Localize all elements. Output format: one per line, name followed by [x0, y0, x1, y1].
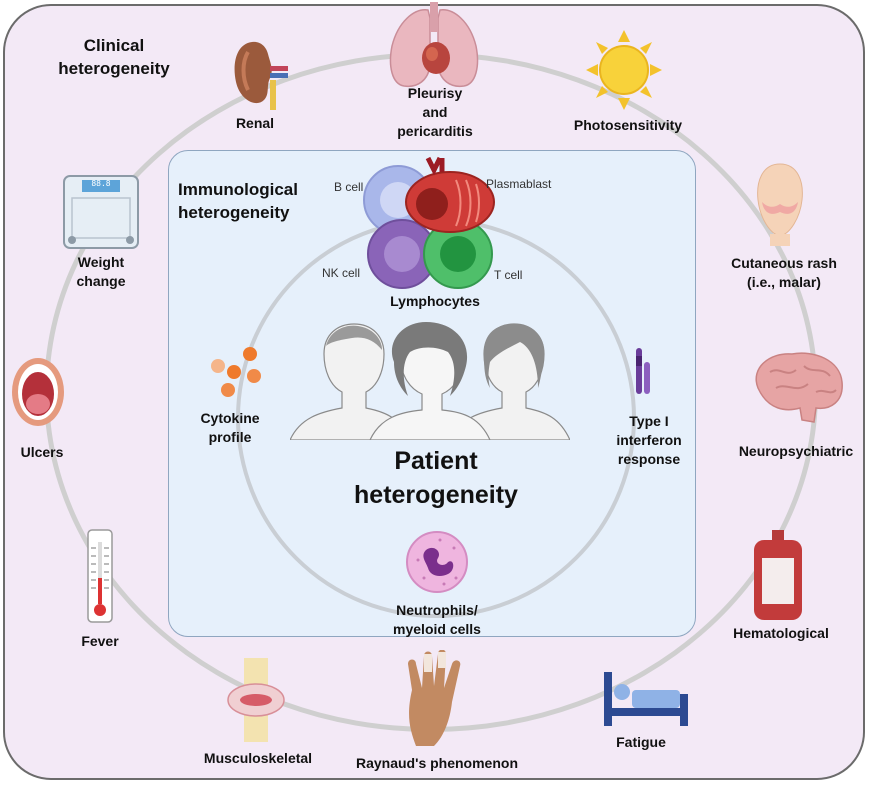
joint-icon — [226, 658, 286, 742]
thermometer-icon — [86, 528, 114, 624]
interferon-receptor-icon — [632, 346, 654, 396]
pleurisy-label: Pleurisy and pericarditis — [397, 85, 473, 139]
scale-display: 88.8 — [91, 179, 111, 188]
b-cell-label: B cell — [334, 180, 364, 194]
lymphocytes-label: Lymphocytes — [390, 293, 480, 309]
mouth-ulcer-icon — [10, 356, 66, 428]
interferon-response-label: Type I interferon response — [616, 413, 682, 467]
patient-heterogeneity-title: Patient heterogeneity — [354, 447, 518, 509]
hand-icon — [398, 650, 472, 750]
cytokine-icon — [204, 346, 266, 398]
ulcers-label: Ulcers — [20, 444, 64, 460]
neutrophil-icon — [404, 530, 470, 594]
kidney-icon — [230, 38, 294, 112]
sun-icon — [586, 30, 662, 110]
lymphocytes-cluster — [362, 150, 502, 290]
nk-cell-label: NK cell — [322, 266, 361, 280]
patients-icon — [290, 322, 570, 440]
clinical-heterogeneity-title: Clinical heterogeneity — [58, 36, 170, 78]
fever-label: Fever — [81, 633, 119, 649]
cytokine-profile-label: Cytokine profile — [200, 410, 260, 445]
renal-label: Renal — [235, 115, 275, 131]
neuropsychiatric-label: Neuropsychiatric — [738, 443, 854, 459]
neutrophils-label: Neutrophils/ myeloid cells — [393, 602, 481, 637]
fatigue-label: Fatigue — [616, 734, 666, 750]
t-cell-label: T cell — [494, 268, 523, 282]
raynauds-label: Raynaud's phenomenon — [355, 755, 518, 771]
brain-icon — [746, 348, 846, 428]
lungs-icon — [384, 2, 484, 90]
bed-icon — [600, 668, 692, 728]
plasmablast-label: Plasmablast — [486, 177, 552, 191]
scale-icon: 88.8 — [62, 174, 140, 250]
weight-change-label: Weight change — [76, 254, 126, 289]
hematological-label: Hematological — [733, 625, 829, 641]
face-rash-icon — [748, 160, 812, 246]
blood-bag-icon — [750, 530, 806, 622]
immunological-heterogeneity-title: Immunological heterogeneity — [178, 180, 298, 222]
musculoskeletal-label: Musculoskeletal — [203, 750, 313, 766]
photosensitivity-label: Photosensitivity — [573, 117, 683, 133]
cutaneous-rash-label: Cutaneous rash (i.e., malar) — [731, 255, 837, 290]
